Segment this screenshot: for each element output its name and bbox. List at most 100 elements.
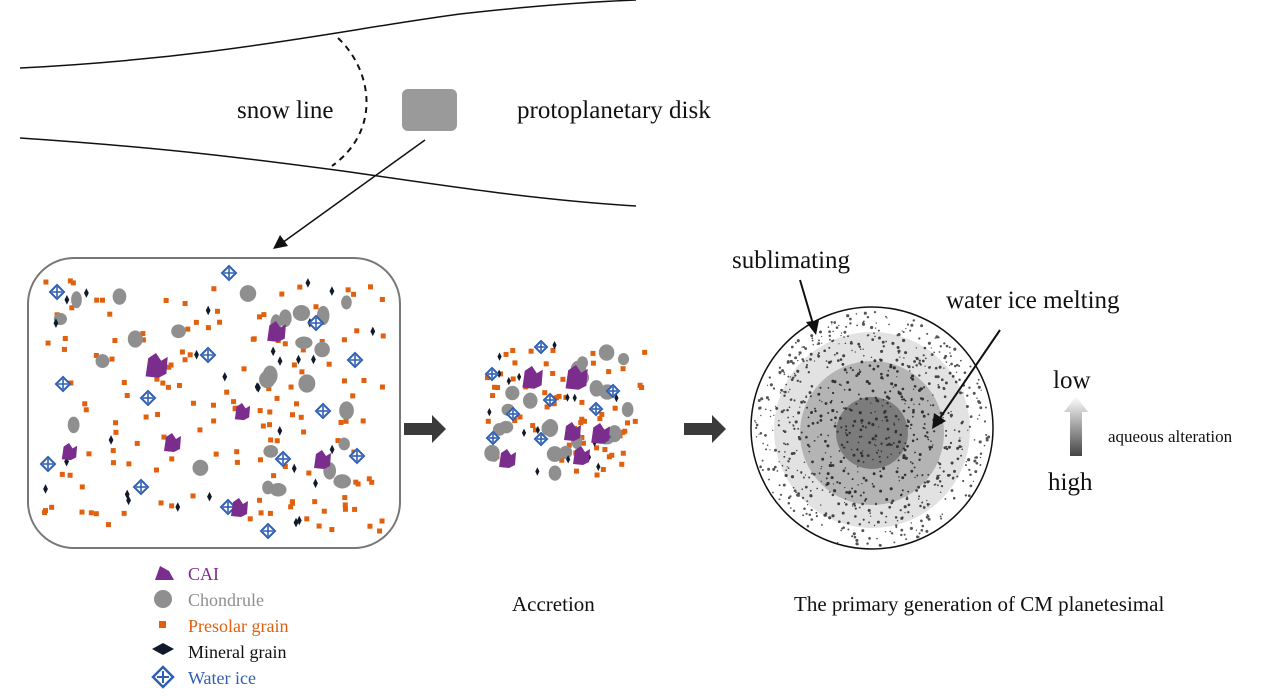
legend-label-cai: CAI: [188, 564, 219, 584]
presolar-grain: [556, 393, 562, 399]
presolar-grain: [544, 404, 550, 410]
presolar-grain: [93, 511, 99, 517]
water-ice-particle: [605, 383, 621, 399]
presolar-grain: [600, 466, 606, 472]
mineral-grain: [222, 371, 228, 382]
zoom-arrow-head: [273, 235, 288, 249]
presolar-grain: [234, 449, 240, 455]
presolar-grain: [267, 422, 273, 428]
presolar-grain: [43, 508, 49, 514]
water-ice-particle: [132, 478, 150, 496]
presolar-grain: [143, 414, 149, 420]
presolar-grain: [166, 364, 172, 370]
snow-line-label: snow line: [237, 97, 334, 124]
presolar-grain: [185, 326, 191, 332]
presolar-grain: [82, 401, 88, 407]
presolar-grain: [257, 497, 263, 503]
planetesimal-label: The primary generation of CM planetesima…: [794, 592, 1165, 616]
mineral-grain: [291, 463, 297, 474]
presolar-grain: [573, 468, 579, 474]
presolar-grain: [282, 463, 288, 469]
presolar-grain: [113, 420, 119, 426]
mineral-grain: [572, 393, 577, 403]
presolar-grain: [566, 442, 572, 448]
presolar-grain: [299, 369, 305, 375]
presolar-grain: [176, 382, 182, 388]
presolar-grain: [485, 418, 491, 424]
water-ice-icon: [151, 665, 175, 689]
water-ice-particle: [220, 264, 238, 282]
presolar-grain: [335, 438, 341, 444]
cai-particle: [564, 422, 581, 441]
chondrule-particle: [621, 402, 634, 418]
presolar-grain: [580, 440, 586, 446]
presolar-grain: [620, 429, 626, 435]
presolar-grain: [495, 385, 501, 391]
presolar-grain: [124, 393, 130, 399]
presolar-grain: [213, 451, 219, 457]
sublimating-arrow-head: [806, 320, 819, 335]
cai-particle: [573, 446, 590, 465]
sublimating-arrow-line: [799, 279, 814, 325]
snow-line-curve: [331, 37, 368, 167]
melting-arrow-line: [939, 329, 1001, 419]
planetesimal-core: [836, 397, 908, 469]
presolar-grain: [211, 286, 217, 292]
presolar-grain: [379, 384, 385, 390]
mineral-grain: [311, 354, 316, 365]
presolar-grain: [380, 333, 386, 339]
chondrule-particle: [269, 482, 287, 497]
presolar-grain: [639, 385, 645, 391]
chondrule-particle: [171, 324, 186, 339]
water-ice-particle: [542, 392, 558, 408]
presolar-grain: [632, 418, 638, 424]
presolar-grain: [612, 405, 618, 411]
presolar-grain: [329, 527, 335, 533]
presolar-grain: [289, 500, 295, 506]
presolar-grain: [312, 499, 318, 505]
presolar-grain: [158, 500, 164, 506]
presolar-grain: [594, 445, 600, 451]
mineral-grain: [175, 502, 181, 512]
legend-label-presolar: Presolar grain: [188, 616, 289, 636]
mineral-grain: [207, 491, 212, 502]
presolar-grain: [343, 418, 349, 424]
presolar-grain: [79, 509, 85, 515]
cai-particle: [164, 433, 181, 452]
sublimating-label: sublimating: [732, 247, 851, 274]
presolar-grain: [288, 504, 294, 510]
presolar-grain: [163, 297, 169, 303]
chondrule-particle: [576, 356, 589, 370]
cai-particle: [145, 353, 168, 378]
mineral-grain: [329, 444, 335, 455]
presolar-grain: [214, 308, 220, 314]
chondrule-particle: [95, 354, 110, 368]
presolar-grain: [155, 411, 161, 417]
chondrule-particle: [546, 446, 563, 463]
cai-particle: [314, 450, 331, 469]
presolar-grain: [512, 360, 518, 366]
mineral-grain: [108, 435, 114, 445]
presolar-grain: [379, 296, 385, 302]
presolar-grain: [109, 356, 115, 362]
presolar-grain: [67, 278, 73, 284]
presolar-grain: [179, 349, 185, 355]
mineral-grain: [64, 294, 70, 305]
presolar-grain: [620, 450, 626, 456]
presolar-grain: [232, 405, 238, 411]
presolar-grain: [45, 340, 51, 346]
presolar-grain: [533, 427, 539, 433]
water-ice-particle: [346, 351, 364, 369]
alteration-high-label: high: [1048, 469, 1093, 496]
presolar-grain: [581, 418, 587, 424]
presolar-grain: [266, 386, 272, 392]
mineral-grain: [43, 484, 48, 494]
presolar-grain: [321, 508, 327, 514]
presolar-grain: [619, 461, 625, 467]
presolar-grain: [550, 370, 556, 376]
presolar-grain: [190, 493, 196, 499]
presolar-grain: [288, 384, 294, 390]
presolar-grain: [70, 280, 76, 286]
stage-arrow-1: [404, 415, 446, 443]
